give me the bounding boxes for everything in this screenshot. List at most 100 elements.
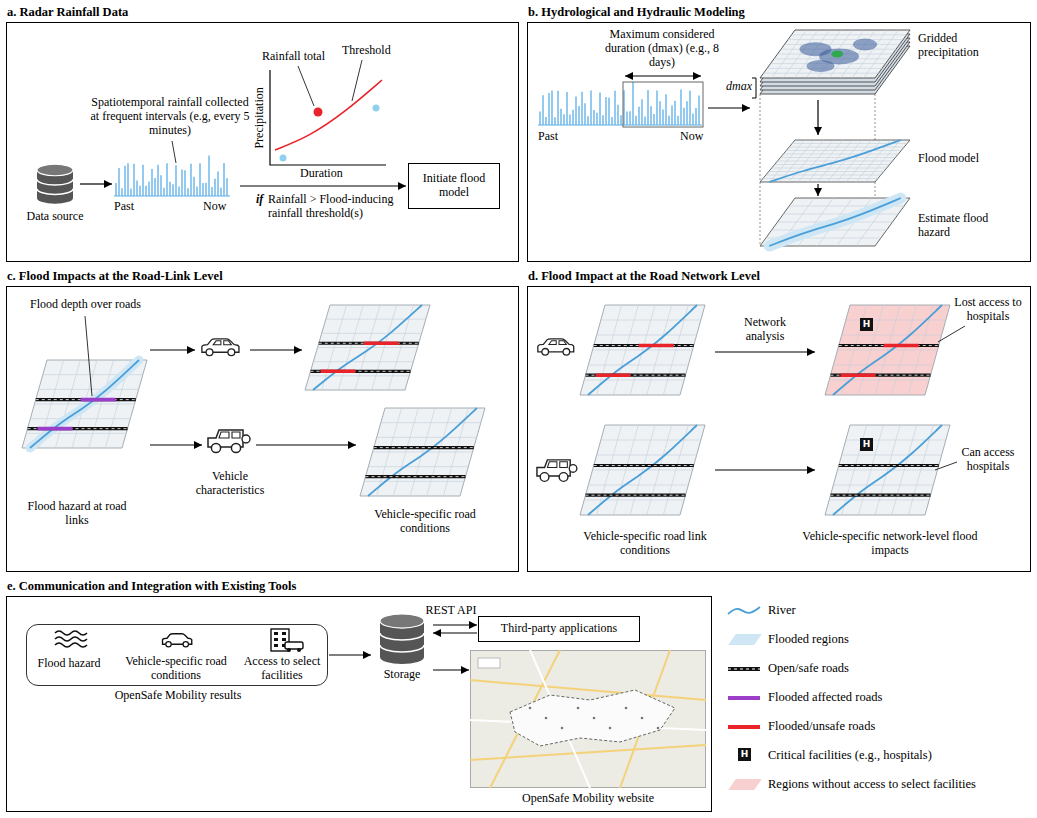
- annotation: Lost access to hospitals: [952, 296, 1024, 324]
- rainfall-series: [142, 165, 143, 196]
- rainfall-series: [172, 184, 173, 196]
- node-art: [282, 638, 286, 641]
- rainfall-series: [671, 105, 672, 125]
- map-tile: [388, 305, 413, 390]
- map-tile: [374, 446, 474, 449]
- arrow: [715, 352, 815, 353]
- rainfall-series: [214, 179, 215, 196]
- legend-samples: [728, 725, 760, 729]
- map-tile: [764, 73, 879, 74]
- arrow: [708, 107, 750, 108]
- map-tile: [825, 305, 950, 395]
- map-tile: [839, 345, 939, 346]
- map-tile: [838, 470, 938, 471]
- rainfall-series: [569, 114, 570, 125]
- map-tile: [825, 305, 950, 395]
- rainfall-series: [605, 97, 606, 125]
- jeep-icon: [547, 462, 567, 468]
- step-label: Gridded precipitation: [918, 32, 1018, 60]
- caption-label: Vehicle-specific road conditions: [360, 508, 490, 536]
- rainfall-series: [698, 96, 699, 125]
- arrow: [150, 350, 195, 351]
- map-tile: [588, 305, 697, 395]
- hospital-glyph: H: [738, 748, 751, 761]
- node-text: Vehicle-specific road conditions: [117, 655, 235, 683]
- map-tile: [829, 500, 929, 501]
- step-label: Flood model: [918, 152, 1018, 166]
- map-tile: [309, 375, 409, 376]
- map-tile: [580, 425, 705, 515]
- rainfall-series: [626, 111, 627, 125]
- rainfall-series: [578, 106, 579, 125]
- hospital-icon: [860, 318, 873, 331]
- axis-label: Past: [538, 130, 568, 144]
- rainfall-series: [545, 117, 546, 125]
- map-tile: [586, 374, 686, 377]
- map-tile: [38, 427, 73, 431]
- arrow: [80, 184, 112, 185]
- map-tile: [769, 140, 901, 182]
- node-art: [529, 707, 532, 710]
- node-art: [470, 680, 706, 700]
- node-text: Data source: [20, 210, 90, 224]
- threshold-chart: [373, 105, 380, 112]
- rainfall-series: [115, 183, 116, 196]
- map-tile: [833, 365, 933, 366]
- process-box: Initiate flood model: [408, 163, 500, 209]
- rainfall-series: [629, 111, 630, 125]
- threshold-chart: [275, 80, 382, 150]
- rainfall-series: [157, 165, 158, 196]
- node-text: Storage: [368, 668, 436, 682]
- map-tile: [368, 466, 468, 467]
- jeep-icon: [208, 430, 250, 453]
- node-art: [55, 637, 87, 641]
- rainfall-series: [217, 172, 218, 196]
- map-tile: [807, 60, 835, 72]
- hospital-icon: [860, 438, 873, 451]
- node-art: [297, 648, 301, 652]
- rainfall-series: [139, 186, 140, 196]
- car-icon: [202, 339, 239, 356]
- caption-label: Vehicle-specific network-level flood imp…: [800, 530, 980, 558]
- rainfall-series: [551, 90, 552, 125]
- condition: Rainfall > Flood-inducing rainfall thres…: [268, 193, 403, 221]
- arrow: [818, 184, 819, 196]
- hospital-icon: [738, 748, 751, 761]
- car-icon: [542, 348, 549, 355]
- panel: Flood hazard Vehicle-specific road condit…: [6, 596, 712, 812]
- map-tile: [586, 495, 686, 496]
- map-tile: [372, 305, 397, 390]
- map-tile: [368, 408, 477, 496]
- arrow: [150, 444, 202, 445]
- axis-label: Now: [203, 200, 233, 214]
- jeep-icon: [569, 465, 577, 473]
- legend-samples: [728, 669, 760, 670]
- car-icon: [563, 348, 570, 355]
- threshold-chart: [280, 155, 287, 162]
- node-art: [287, 648, 291, 652]
- rainfall-series: [205, 183, 206, 196]
- arrow: [240, 185, 406, 186]
- node-art: [282, 632, 286, 635]
- annotation: Threshold: [342, 44, 402, 58]
- legend-text: Open/safe roads: [768, 661, 1030, 675]
- rainfall-series: [653, 114, 654, 125]
- hospital-glyph: H: [860, 318, 873, 331]
- dmax-bracket: [752, 78, 756, 98]
- car-icon: [549, 341, 566, 345]
- map-tile: [833, 485, 933, 486]
- node-art: [609, 727, 612, 730]
- annotation: Can access hospitals: [952, 446, 1024, 474]
- database-icon: Data source: [26, 162, 84, 234]
- map-tile: [22, 360, 147, 448]
- rainfall-series: [548, 93, 549, 125]
- node-text: Flood hazard: [33, 657, 105, 671]
- map-tile: [313, 361, 413, 362]
- leader-line: [298, 66, 314, 106]
- rainfall-series: [554, 117, 555, 125]
- map-tile: [864, 30, 899, 78]
- projection-line: [760, 94, 761, 246]
- rainfall-series: [623, 90, 624, 125]
- jeep-icon: [537, 460, 577, 481]
- condition: if: [256, 193, 268, 207]
